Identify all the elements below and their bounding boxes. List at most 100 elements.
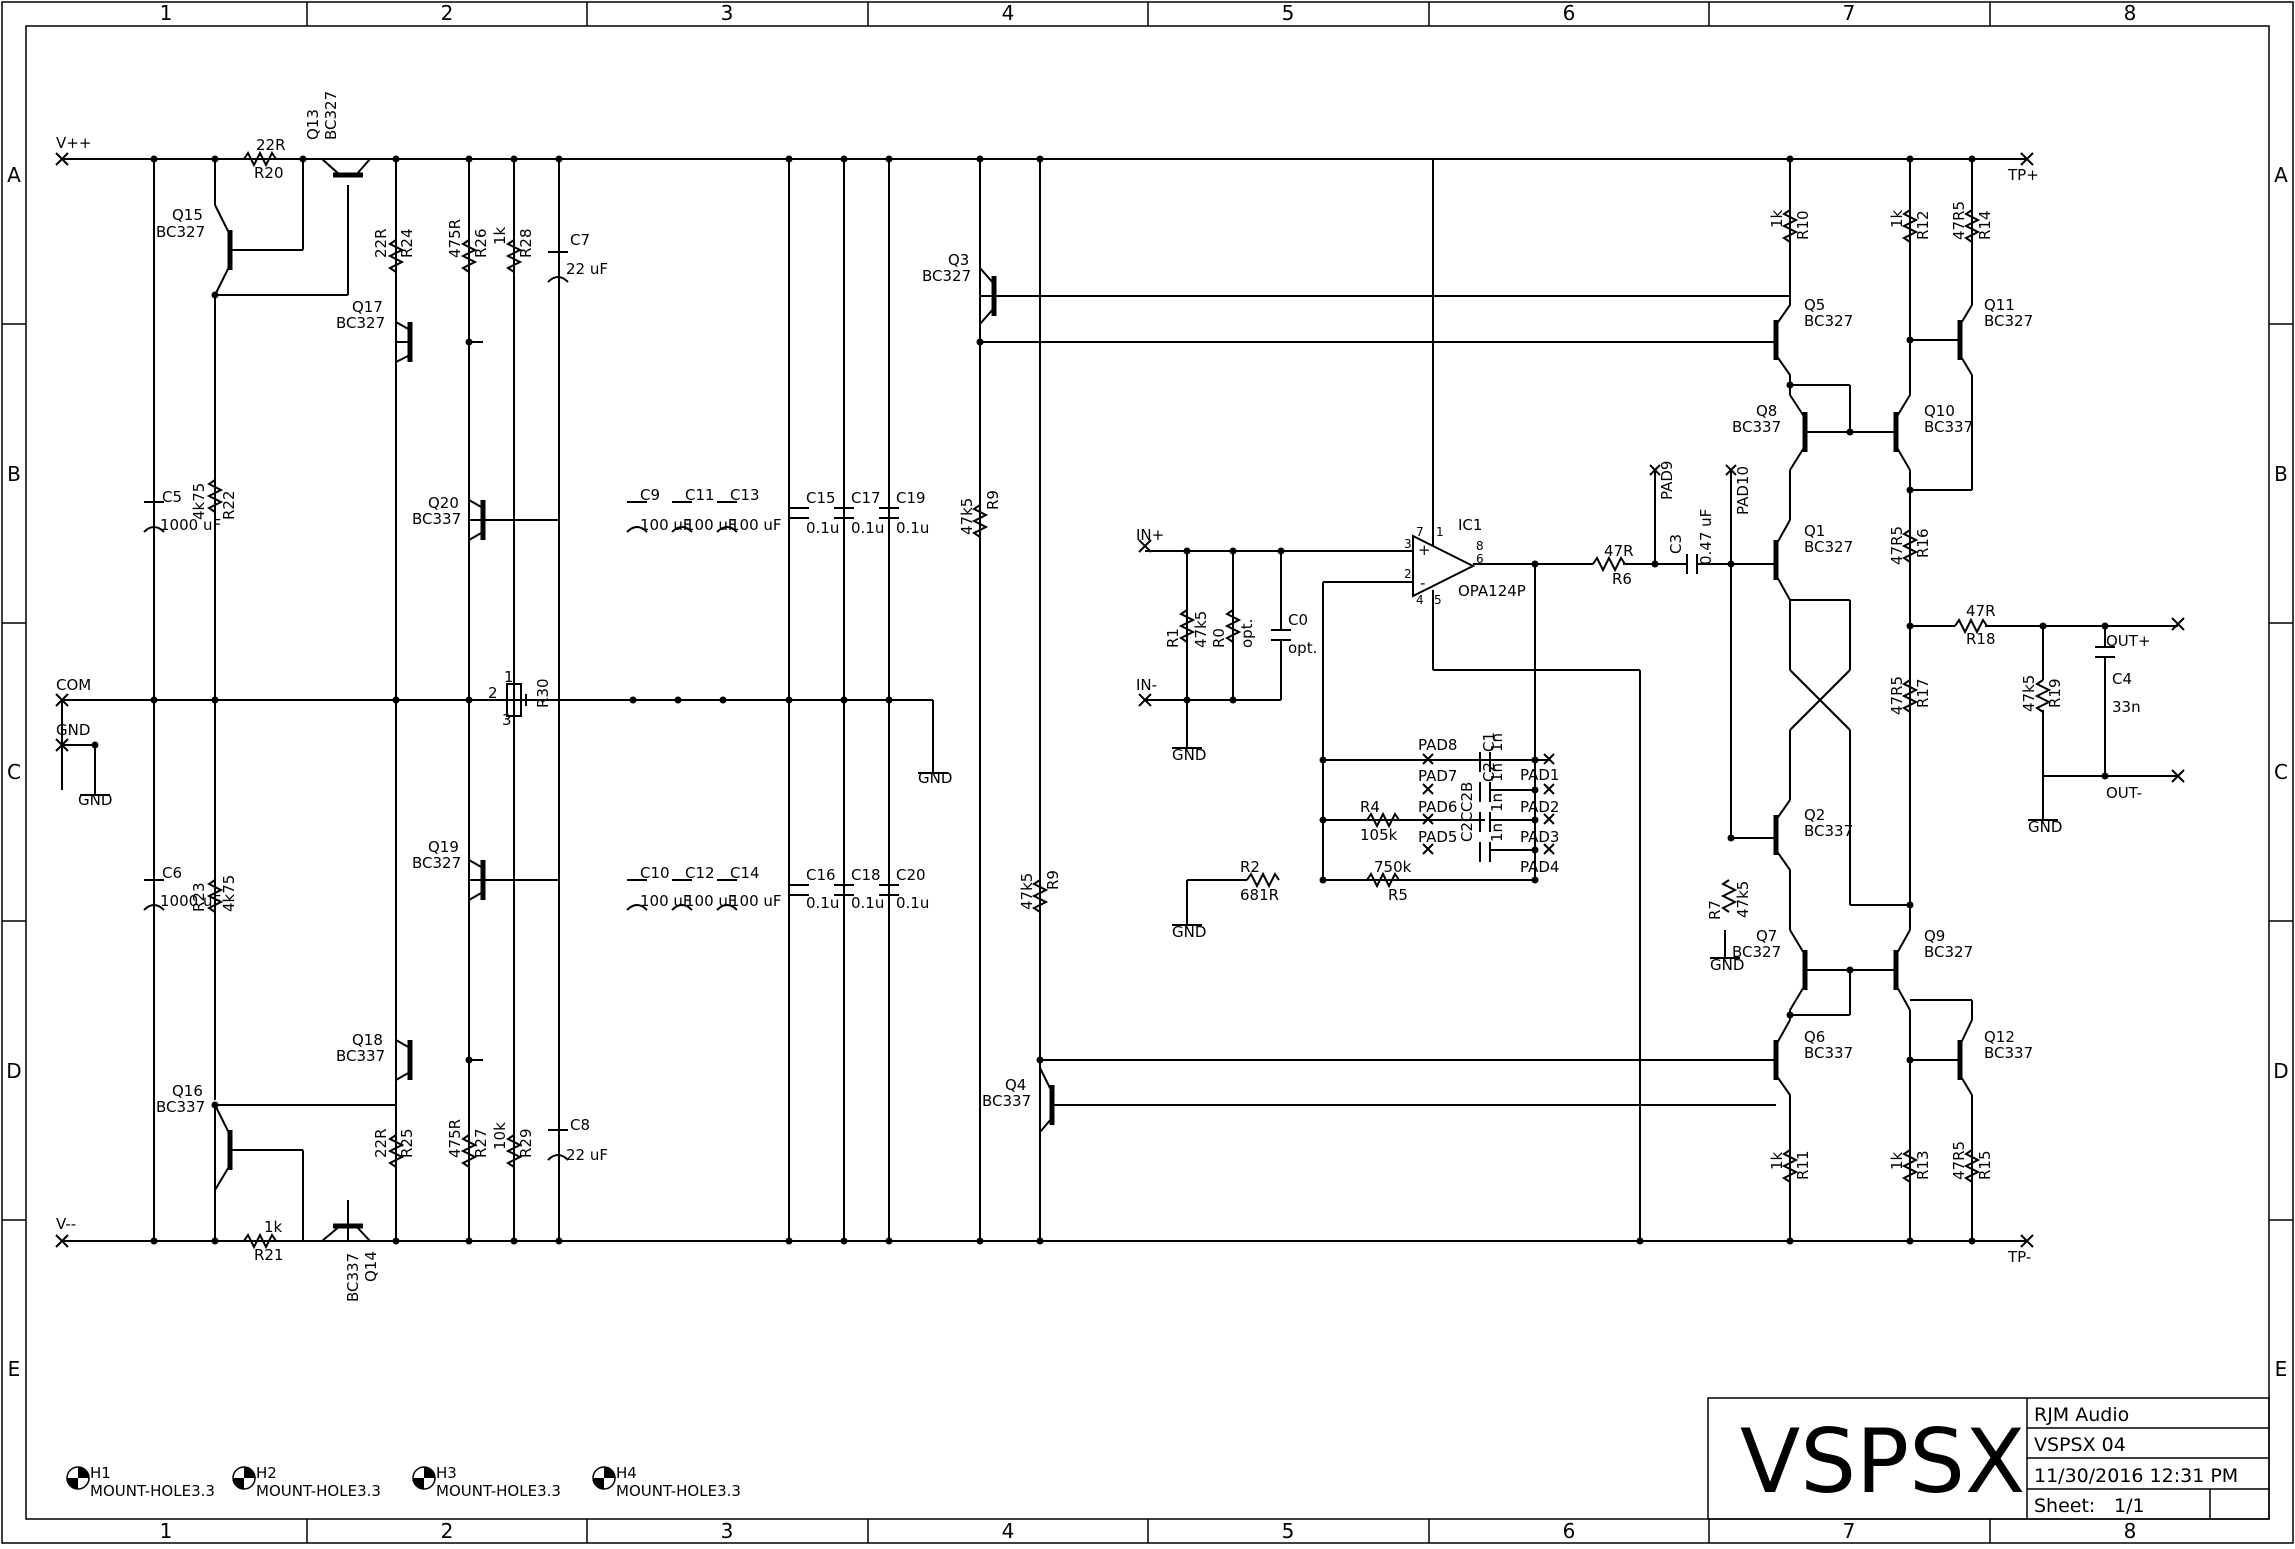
ic1-pin7: 7: [1416, 525, 1424, 539]
ic1-plus: +: [1418, 541, 1431, 559]
c4-value: 33n: [2112, 698, 2141, 716]
r21-value: 1k: [264, 1218, 283, 1236]
q19-ref: Q19: [428, 838, 459, 856]
c11-ref: C11: [685, 486, 715, 504]
r7-ref: R7: [1706, 900, 1724, 920]
r26-ref: R26: [472, 228, 490, 258]
c11-value: 100 uF: [685, 516, 737, 534]
title-block: [1707, 1397, 2270, 1520]
r11-ref: R11: [1794, 1150, 1812, 1180]
c16-ref: C16: [806, 866, 836, 884]
gnd-label-2: GND: [918, 769, 952, 787]
q3-type: BC327: [922, 267, 971, 285]
r25-value: 22R: [372, 1128, 390, 1158]
col-label-6-bottom: 6: [1563, 1519, 1576, 1543]
c10-ref: C10: [640, 864, 670, 882]
q5-type: BC327: [1804, 312, 1853, 330]
r12-value: 1k: [1888, 209, 1906, 228]
r20-value: 22R: [256, 136, 286, 154]
c12-ref: C12: [685, 864, 715, 882]
pad2-label: PAD2: [1520, 798, 1559, 816]
out-minus-label: OUT-: [2106, 784, 2142, 802]
gnd-label-1: GND: [78, 791, 112, 809]
c15-ref: C15: [806, 489, 836, 507]
vpp-label: V++: [56, 134, 91, 152]
r24-value: 22R: [372, 228, 390, 258]
title-block-company: RJM Audio: [2034, 1404, 2129, 1426]
q20-ref: Q20: [428, 494, 459, 512]
c5-ref: C5: [162, 488, 182, 506]
r6-value: 47R: [1604, 542, 1634, 560]
output-stage-wires: [1789, 159, 2178, 1241]
r5-value: 750k: [1374, 858, 1412, 876]
r19-ref: R19: [2046, 678, 2064, 708]
ic1-pin1: 1: [1436, 525, 1444, 539]
c8-ref: C8: [570, 1116, 590, 1134]
r8-value: 47k5: [958, 498, 976, 535]
row-label-b-left: B: [7, 462, 21, 486]
r29-value: 10k: [491, 1122, 509, 1150]
c7-ref: C7: [570, 231, 590, 249]
row-label-c-left: C: [7, 760, 21, 784]
h2-ref: H2: [256, 1464, 277, 1482]
r2-ref: R2: [1240, 858, 1260, 876]
ic1-ref: IC1: [1458, 516, 1482, 534]
in-minus-label: IN-: [1136, 676, 1157, 694]
row-label-e-right: E: [2275, 1357, 2288, 1381]
opamp-ic1-symbol: [1412, 534, 1493, 598]
c2b-value: 1n: [1488, 793, 1506, 812]
r15-ref: R15: [1976, 1150, 1994, 1180]
c3-value: 0.47 uF: [1697, 509, 1715, 565]
r6-ref: R6: [1612, 570, 1632, 588]
gnd-label-3: GND: [1172, 746, 1206, 764]
transistor-symbols: [214, 204, 1973, 1191]
r30-pin1: 1: [504, 668, 514, 686]
pad7-label: PAD7: [1418, 767, 1457, 785]
c2c-ref: C2C: [1458, 812, 1476, 843]
title-block-date: 11/30/2016 12:31 PM: [2034, 1465, 2238, 1487]
c16-value: 0.1u: [806, 894, 839, 912]
h3-ref: H3: [436, 1464, 457, 1482]
r16-ref: R16: [1914, 528, 1932, 558]
c4-ref: C4: [2112, 670, 2132, 688]
r20-ref: R20: [254, 164, 284, 182]
q7-type: BC327: [1732, 943, 1781, 961]
title-block-project: VSPSX 04: [2034, 1434, 2126, 1456]
com-label: COM: [56, 676, 91, 694]
ic1-pin5: 5: [1434, 593, 1442, 607]
c14-value: 100 uF: [730, 892, 782, 910]
r30-pin3: 3: [502, 711, 512, 729]
q14-symbol: [321, 1223, 371, 1242]
vmm-label: V--: [56, 1215, 76, 1233]
col-label-5-top: 5: [1282, 1, 1295, 25]
q19-type: BC327: [412, 854, 461, 872]
c10-value: 100 uF: [640, 892, 692, 910]
c17-value: 0.1u: [851, 519, 884, 537]
r18-value: 47R: [1966, 602, 1996, 620]
pad5-label: PAD5: [1418, 828, 1457, 846]
r19-value: 47k5: [2020, 675, 2038, 712]
pad10-label: PAD10: [1734, 466, 1752, 515]
q9-type: BC327: [1924, 943, 1973, 961]
q10-ref: Q10: [1924, 402, 1955, 420]
r9-value: 47k5: [1018, 873, 1036, 910]
r27-ref: R27: [472, 1128, 490, 1158]
q18-ref: Q18: [352, 1031, 383, 1049]
pad6-label: PAD6: [1418, 798, 1457, 816]
q13-ref: Q13: [304, 109, 322, 140]
r1-ref: R1: [1164, 628, 1182, 648]
capacitor-symbols: [143, 251, 2115, 1161]
c2b-ref: C2B: [1458, 782, 1476, 812]
q9-ref: Q9: [1924, 927, 1945, 945]
q16-ref: Q16: [172, 1082, 203, 1100]
r12-ref: R12: [1914, 210, 1932, 240]
q6-type: BC337: [1804, 1044, 1853, 1062]
r14-value: 47R5: [1950, 201, 1968, 240]
q16-type: BC337: [156, 1098, 205, 1116]
c19-ref: C19: [896, 489, 926, 507]
ic1-minus: -: [1420, 574, 1425, 592]
q17-ref: Q17: [352, 298, 383, 316]
r22-value: 4k75: [190, 483, 208, 520]
